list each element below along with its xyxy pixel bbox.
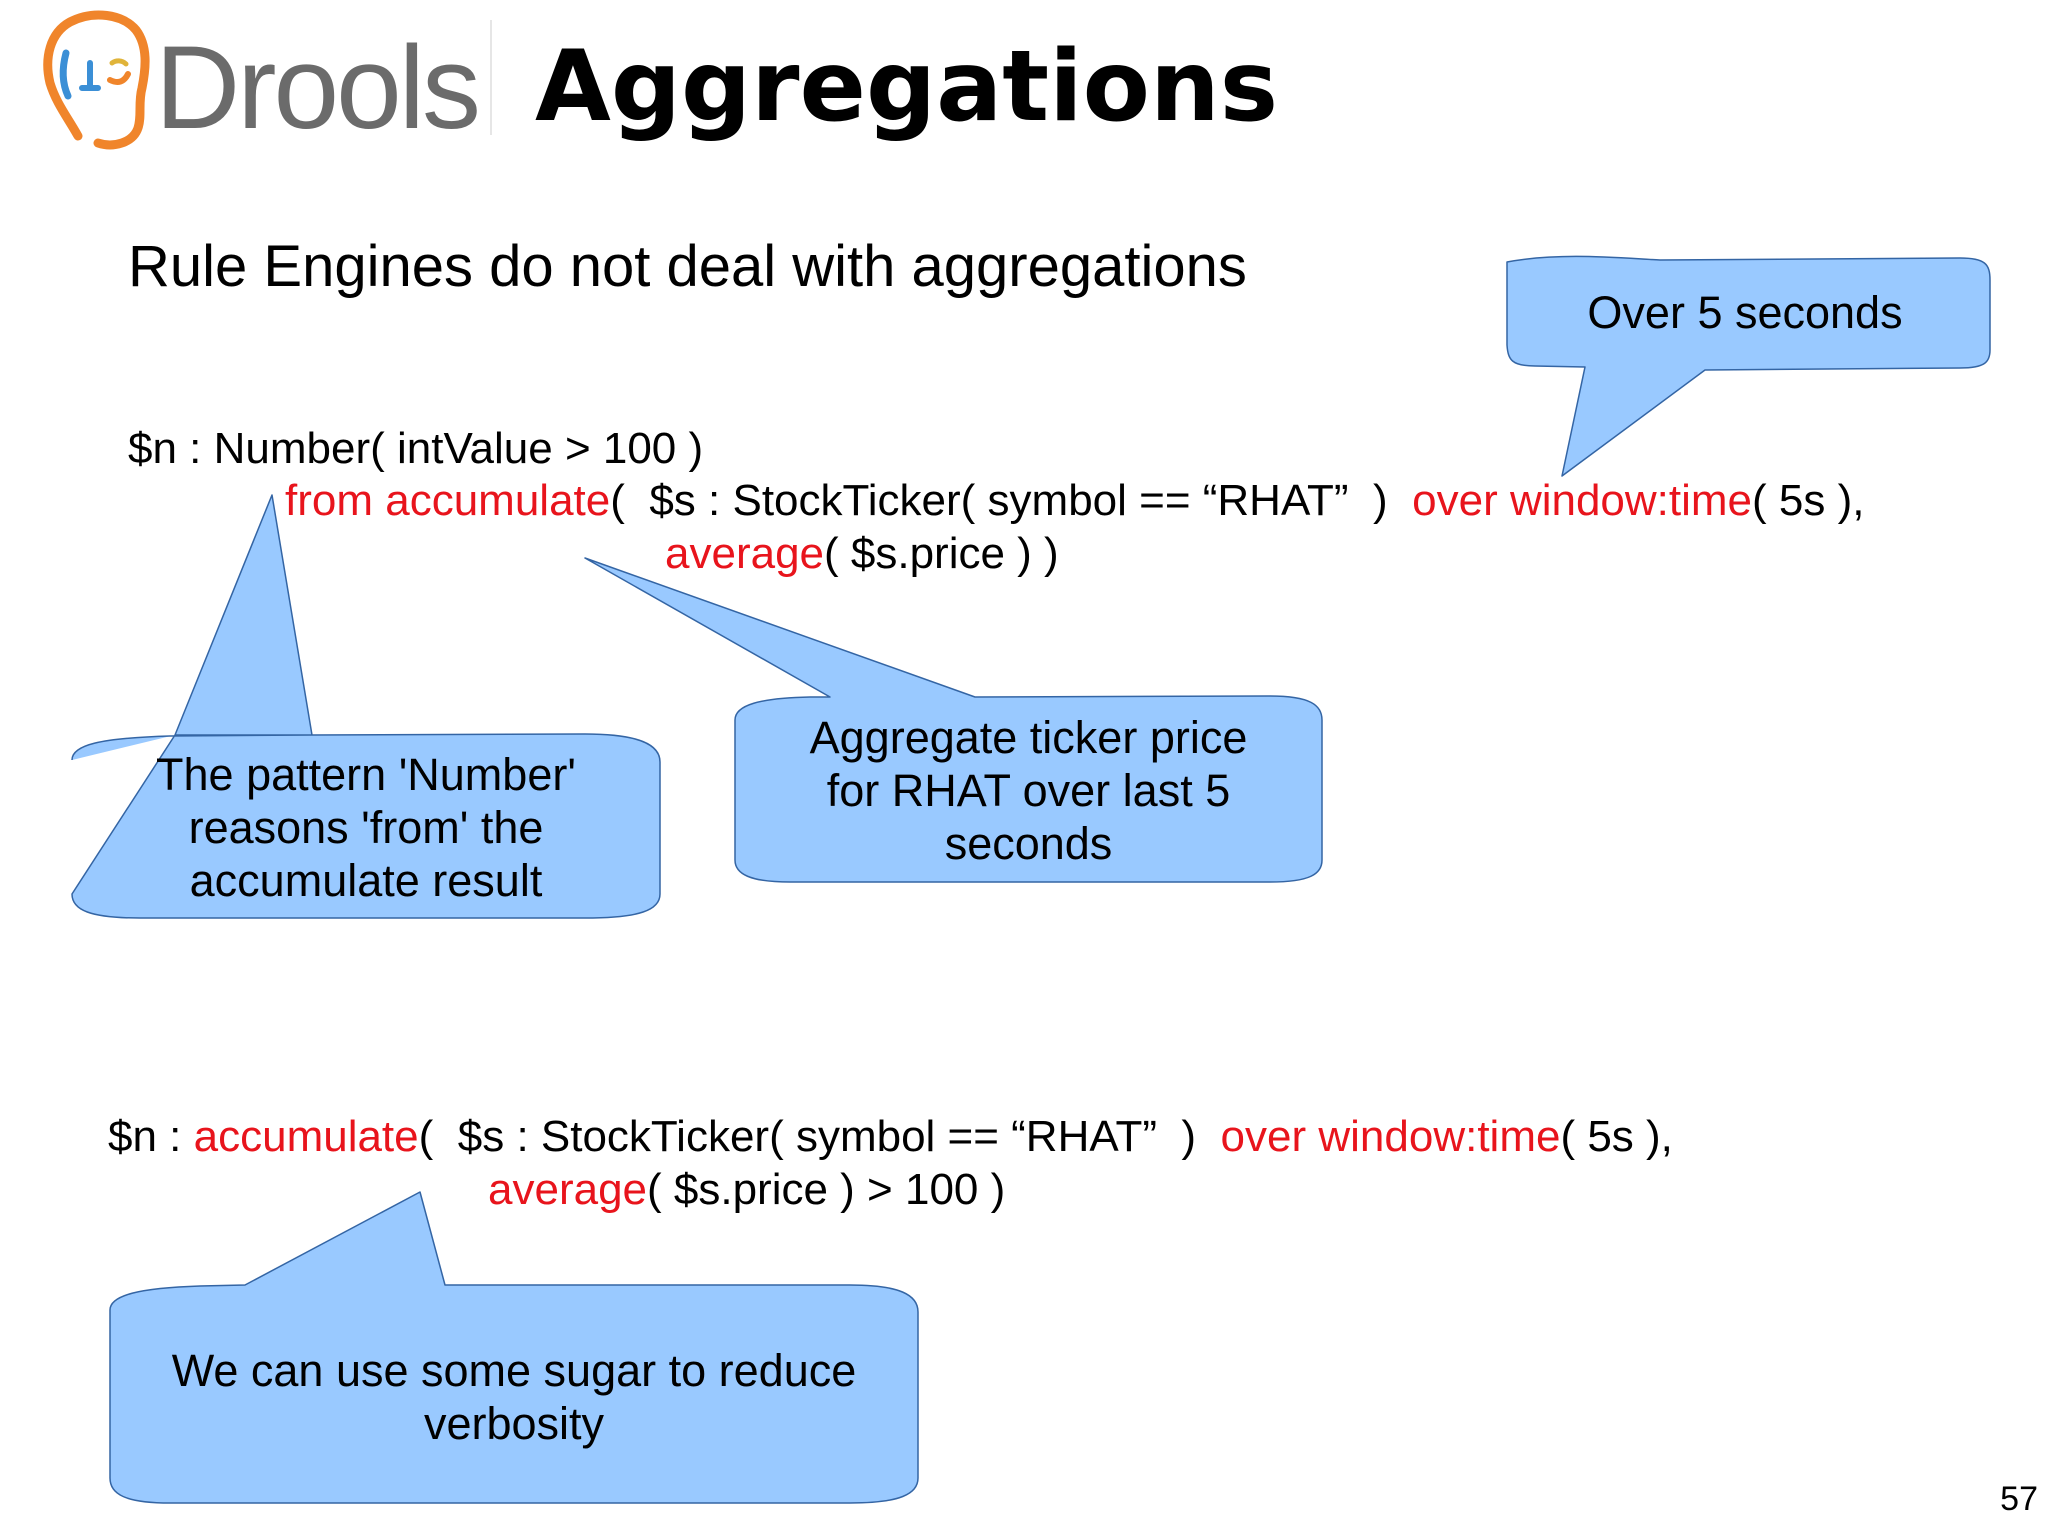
callout-sugar-line: verbosity <box>423 1398 605 1449</box>
logo-wordmark: Drools <box>155 22 481 154</box>
code-block-2-line-1: $n : accumulate( $s : StockTicker( symbo… <box>108 1110 1673 1163</box>
slide-title: Aggregations <box>535 30 1279 144</box>
keyword-accumulate: accumulate <box>193 1112 419 1161</box>
code-text: ( $s : StockTicker( symbol == “RHAT” ) <box>610 476 1413 525</box>
callout-pattern-number-line: accumulate result <box>189 855 543 906</box>
code-text: ( 5s ), <box>1560 1112 1673 1161</box>
keyword-from-accumulate: from accumulate <box>285 476 611 525</box>
keyword-average: average <box>488 1165 648 1214</box>
keyword-over-window-time: over window:time <box>1220 1112 1561 1161</box>
callout-sugar-bubble <box>109 1191 919 1504</box>
callout-aggregate-ticker-text: Aggregate ticker price for RHAT over las… <box>735 711 1322 870</box>
callout-aggregate-ticker-line: Aggregate ticker price <box>809 712 1248 763</box>
code-block-1-line-3: average( $s.price ) ) <box>665 527 1059 580</box>
callout-sugar-line: We can use some sugar to reduce <box>171 1345 857 1396</box>
callout-pattern-number-line: The pattern 'Number' <box>156 749 576 800</box>
callout-over-5-seconds-label: Over 5 seconds <box>1587 287 1903 338</box>
slide-heading: Rule Engines do not deal with aggregatio… <box>128 234 1247 299</box>
callout-over-5-seconds-text: Over 5 seconds <box>1510 286 1980 339</box>
callout-pattern-number-text: The pattern 'Number' reasons 'from' the … <box>72 748 660 907</box>
code-text: $n : <box>108 1112 194 1161</box>
code-block-2-line-2: average( $s.price ) > 100 ) <box>488 1163 1005 1216</box>
code-text: ( $s.price ) > 100 ) <box>647 1165 1006 1214</box>
code-block-1-line-1: $n : Number( intValue > 100 ) <box>128 424 704 473</box>
keyword-average: average <box>665 529 825 578</box>
callout-aggregate-ticker-line: for RHAT over last 5 <box>826 765 1231 816</box>
callout-over-5-seconds-bubble <box>1506 255 1991 477</box>
callout-pattern-number-line: reasons 'from' the <box>188 802 544 853</box>
code-text: ( $s : StockTicker( symbol == “RHAT” ) <box>418 1112 1221 1161</box>
callout-aggregate-ticker-line: seconds <box>944 818 1113 869</box>
logo-divider <box>490 20 492 135</box>
code-block-1-line-2: from accumulate( $s : StockTicker( symbo… <box>285 474 1864 527</box>
code-text: ( 5s ), <box>1752 476 1865 525</box>
drools-logo-icon <box>43 10 150 150</box>
code-text: ( $s.price ) ) <box>824 529 1059 578</box>
page-number: 57 <box>2000 1480 2038 1518</box>
keyword-over-window-time: over window:time <box>1412 476 1753 525</box>
callout-sugar-text: We can use some sugar to reduce verbosit… <box>110 1344 918 1450</box>
callout-aggregate-ticker-bubble <box>584 557 1323 883</box>
callout-pattern-number-bubble <box>71 494 661 919</box>
